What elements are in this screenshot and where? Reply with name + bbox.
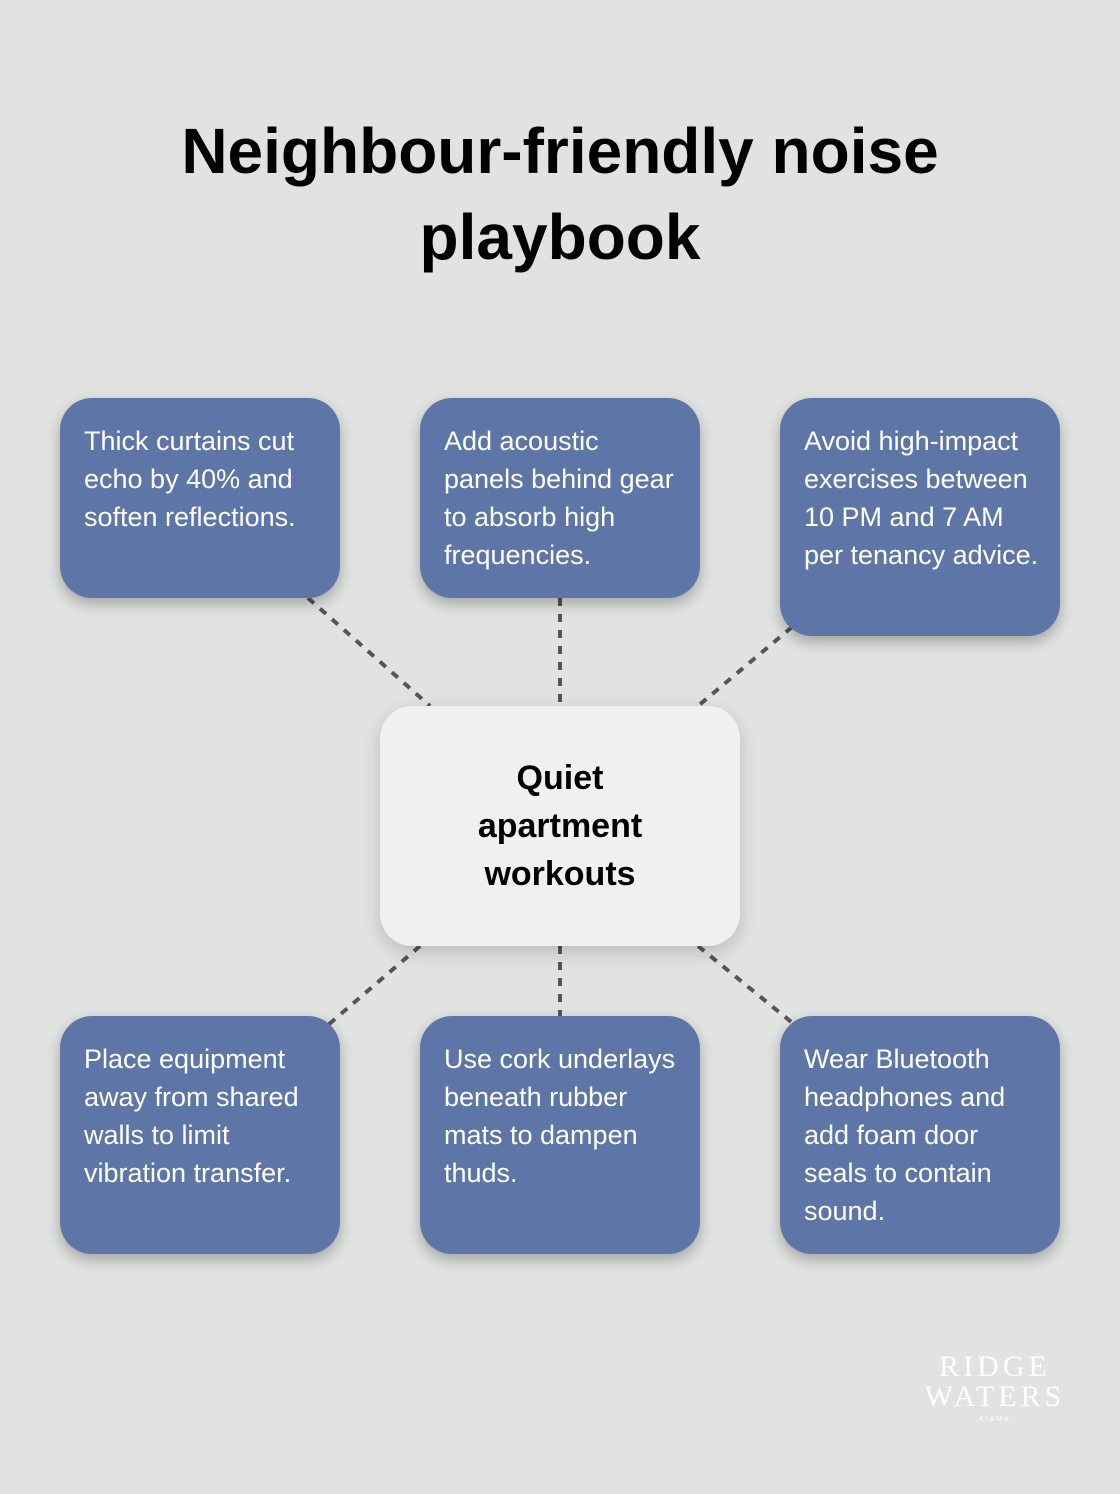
page-title: Neighbour-friendly noise playbook	[181, 115, 939, 273]
tip-card-text: Place equipment away from shared walls t…	[84, 1044, 299, 1188]
connector-tip-4	[326, 944, 422, 1027]
tip-card-1: Thick curtains cut echo by 40% and softe…	[60, 398, 340, 598]
logo-line-3: KIAMA	[979, 1416, 1011, 1423]
logo-line-2: WATERS	[924, 1380, 1066, 1413]
center-node: Quiet apartment workouts	[380, 706, 740, 946]
tip-card-text: Avoid high-impact exercises between 10 P…	[804, 426, 1039, 570]
tip-card-text: Thick curtains cut echo by 40% and softe…	[84, 426, 296, 532]
tip-card-3: Avoid high-impact exercises between 10 P…	[780, 398, 1060, 636]
connector-tip-3	[696, 625, 794, 708]
tip-card-text: Wear Bluetooth headphones and add foam d…	[804, 1044, 1006, 1226]
brand-logo: RIDGE WATERS KIAMA	[920, 1350, 1070, 1424]
tip-card-5: Use cork underlays beneath rubber mats t…	[420, 1016, 700, 1254]
connector-tip-1	[306, 596, 432, 708]
center-node-label: Quiet apartment workouts	[477, 759, 643, 893]
tip-card-4: Place equipment away from shared walls t…	[60, 1016, 340, 1254]
connector-tip-6	[696, 944, 797, 1027]
logo-line-1: RIDGE	[939, 1350, 1051, 1383]
tip-card-6: Wear Bluetooth headphones and add foam d…	[780, 1016, 1060, 1254]
tip-card-2: Add acoustic panels behind gear to absor…	[420, 398, 700, 598]
tip-card-text: Use cork underlays beneath rubber mats t…	[444, 1044, 676, 1188]
tip-card-text: Add acoustic panels behind gear to absor…	[444, 426, 674, 570]
